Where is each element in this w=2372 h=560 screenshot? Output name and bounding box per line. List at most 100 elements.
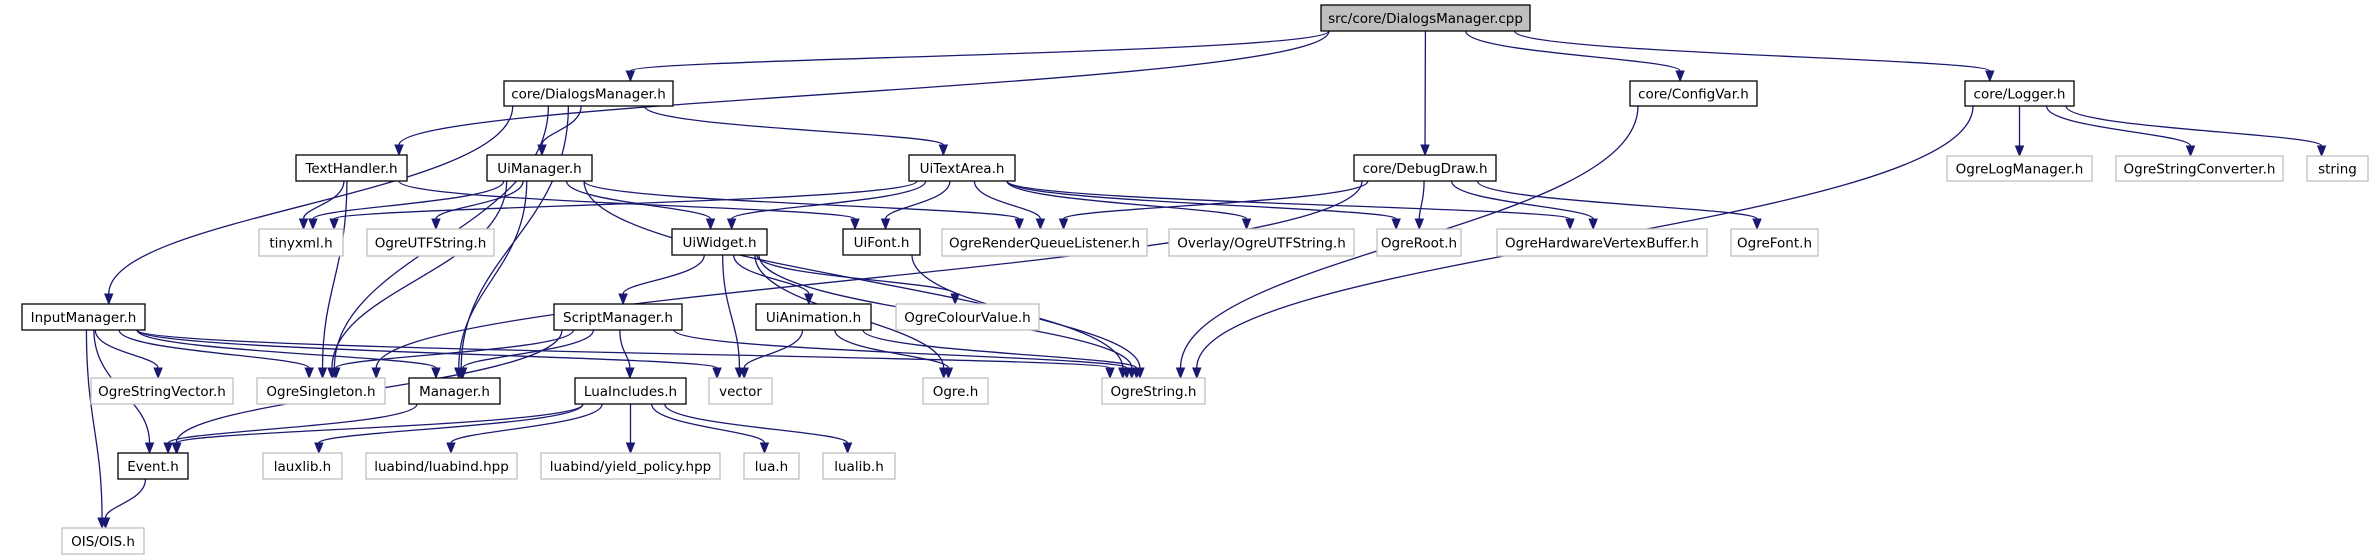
arrowhead: [1675, 70, 1685, 83]
edge-line: [333, 180, 918, 220]
edge-line: [1006, 180, 1397, 220]
edge-line: [743, 329, 804, 369]
node-overlayutf: Overlay/OgreUTFString.h: [1168, 228, 1355, 257]
node-uiwidget[interactable]: UiWidget.h: [671, 228, 768, 256]
edge-line: [118, 329, 310, 369]
arrowhead: [308, 218, 318, 231]
edge-uimanager-to-ogreutfstring: [431, 180, 524, 231]
node-label: OgreHardwareVertexBuffer.h: [1505, 236, 1699, 252]
node-dmh[interactable]: core/DialogsManager.h: [503, 80, 674, 107]
node-box: [540, 452, 721, 480]
edge-debugdraw-to-ogresingleton: [371, 180, 1363, 380]
edge-line: [1450, 180, 1594, 220]
edge-line: [375, 180, 1363, 369]
node-label: UiAnimation.h: [766, 310, 861, 326]
node-configvar[interactable]: core/ConfigVar.h: [1629, 80, 1758, 107]
node-label: TextHandler.h: [304, 161, 397, 177]
node-scriptmanager[interactable]: ScriptManager.h: [553, 303, 683, 331]
arrowhead: [298, 218, 309, 231]
edge-uimanager-to-tinyxml: [308, 180, 505, 231]
node-box: [503, 80, 674, 107]
node-root[interactable]: src/core/DialogsManager.cpp: [1320, 4, 1531, 32]
edge-debugdraw-to-ogrehwvb: [1450, 180, 1598, 231]
node-box: [258, 228, 344, 257]
edge-line: [722, 254, 741, 369]
arrowhead: [1565, 218, 1575, 231]
edge-texthandler-to-tinyxml: [298, 180, 345, 231]
node-box: [1353, 154, 1497, 182]
node-box: [553, 303, 683, 331]
edge-line: [318, 403, 584, 444]
edge-line: [462, 329, 595, 369]
node-luaincludes[interactable]: LuaIncludes.h: [574, 377, 687, 405]
node-box: [117, 452, 189, 480]
edge-line: [302, 180, 345, 220]
node-box: [21, 303, 146, 331]
edge-inputmanager-to-vector: [136, 329, 722, 380]
node-label: lua.h: [755, 459, 788, 475]
edge-line: [108, 105, 514, 295]
node-uitextarea[interactable]: UiTextArea.h: [908, 154, 1016, 182]
arrowhead: [705, 218, 716, 231]
arrowhead: [1058, 218, 1069, 231]
node-box: [365, 452, 518, 480]
node-label: Overlay/OgreUTFString.h: [1177, 236, 1346, 252]
node-box: [1629, 80, 1758, 107]
node-uifont[interactable]: UiFont.h: [842, 228, 921, 256]
edge-manager-to-event: [163, 403, 418, 455]
edge-uianimation-to-ogreh: [834, 329, 954, 380]
arrowhead: [329, 218, 339, 231]
node-yieldpolicy: luabind/yield_policy.hpp: [540, 452, 721, 480]
arrowhead: [842, 442, 853, 455]
node-label: OgreUTFString.h: [375, 236, 487, 252]
edge-line: [629, 30, 1330, 72]
node-label: lualib.h: [834, 459, 884, 475]
node-label: LuaIncludes.h: [584, 384, 677, 400]
node-uimanager[interactable]: UiManager.h: [486, 154, 593, 182]
arrowhead: [1391, 218, 1401, 231]
arrowhead: [1175, 367, 1186, 380]
node-box: [1101, 377, 1206, 405]
arrowhead: [1014, 218, 1024, 231]
node-box: [1964, 80, 2075, 107]
node-label: core/ConfigVar.h: [1638, 87, 1749, 103]
edge-line: [834, 329, 950, 369]
edge-uitextarea-to-tinyxml: [329, 180, 918, 231]
node-box: [90, 377, 234, 405]
node-ogresingleton: OgreSingleton.h: [256, 377, 386, 405]
node-uianimation[interactable]: UiAnimation.h: [755, 303, 872, 331]
edge-dmh-to-uimanager: [537, 105, 582, 157]
edge-line: [583, 180, 1020, 220]
arrowhead: [1105, 367, 1115, 380]
edge-line: [2045, 105, 2192, 147]
edge-dmh-to-uitextarea: [643, 105, 949, 157]
node-logger[interactable]: core/Logger.h: [1964, 80, 2075, 107]
arrowhead: [759, 442, 770, 455]
edge-line: [331, 180, 508, 369]
edge-uitextarea-to-uiwidget: [726, 180, 927, 231]
edge-line: [94, 329, 159, 369]
edge-line: [167, 403, 418, 444]
edge-line: [136, 329, 718, 369]
edge-line: [862, 329, 1138, 369]
edge-line: [1006, 180, 1571, 220]
node-box: [671, 228, 768, 256]
edge-line: [2065, 105, 2323, 147]
node-manager[interactable]: Manager.h: [408, 377, 501, 405]
edge-uimanager-to-ogresingleton: [327, 180, 508, 380]
node-inputmanager[interactable]: InputManager.h: [21, 303, 146, 331]
edge-luaincludes-to-lauxlib: [314, 403, 584, 455]
node-debugdraw[interactable]: core/DebugDraw.h: [1353, 154, 1497, 182]
node-event[interactable]: Event.h: [117, 452, 189, 480]
arrowhead: [1414, 218, 1425, 231]
node-box: [941, 228, 1148, 257]
node-box: [908, 154, 1016, 182]
node-texthandler[interactable]: TextHandler.h: [295, 154, 408, 182]
edge-line: [583, 180, 1124, 369]
edge-root-to-logger: [1513, 30, 1995, 83]
node-label: tinyxml.h: [269, 236, 332, 252]
edge-line: [85, 329, 103, 519]
arrowhead: [153, 367, 163, 380]
edge-uianimation-to-ogrestring: [862, 329, 1142, 380]
